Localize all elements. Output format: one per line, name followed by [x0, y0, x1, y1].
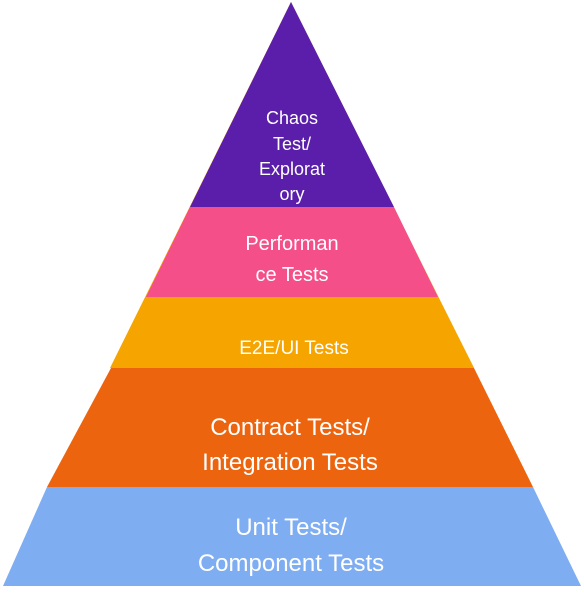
- tier-chaos-label-line-4: ory: [279, 184, 304, 204]
- tier-chaos-exploratory: [190, 2, 394, 207]
- tier-chaos-label-line-2: Test/: [273, 134, 311, 154]
- tier-contract-integration: [47, 368, 533, 487]
- tier-chaos-label-line-3: Explorat: [259, 159, 325, 179]
- tier-unit-label-line-2: Component Tests: [198, 550, 384, 577]
- tier-e2e-ui: [111, 297, 474, 368]
- tier-contract-label-line-2: Integration Tests: [202, 449, 378, 476]
- tier-performance-label-line-2: ce Tests: [256, 264, 329, 286]
- tier-e2e-label: E2E/UI Tests: [239, 338, 348, 359]
- tier-performance: [146, 207, 438, 297]
- tier-contract-label-line-1: Contract Tests/: [210, 414, 370, 441]
- tier-unit-component: [3, 487, 581, 586]
- tier-chaos-label-line-1: Chaos: [266, 108, 318, 128]
- tier-performance-label-line-1: Performan: [245, 233, 338, 255]
- tier-unit-label-line-1: Unit Tests/: [235, 514, 347, 541]
